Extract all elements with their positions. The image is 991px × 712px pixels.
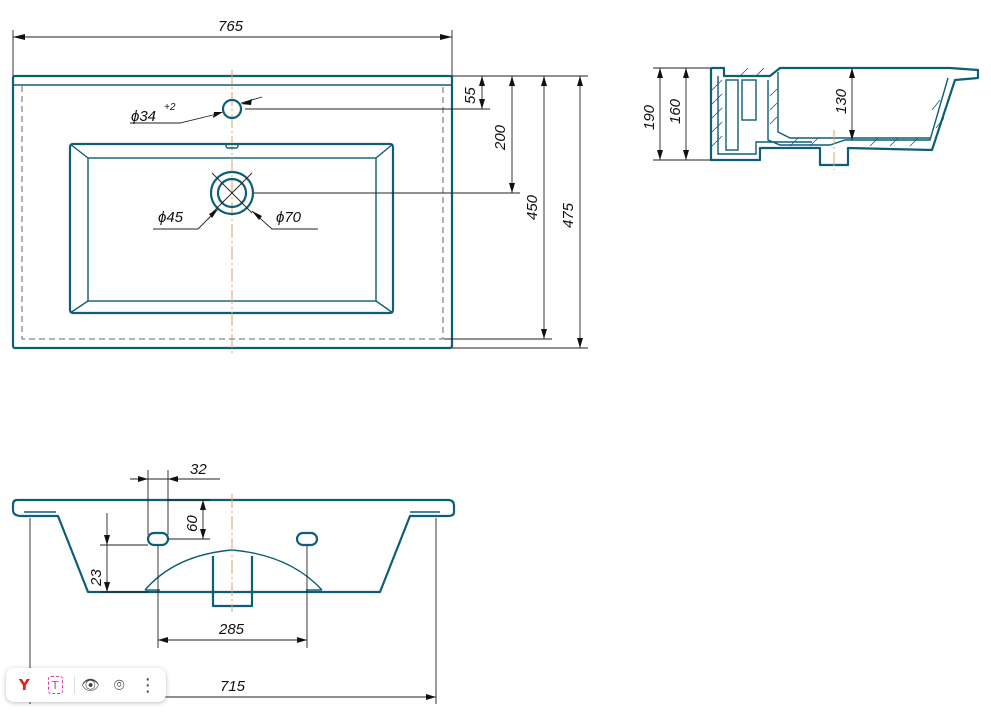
dim-inner-depth: 450: [524, 194, 541, 220]
translate-icon[interactable]: T: [47, 676, 63, 694]
lens-icon[interactable]: ⌾: [113, 674, 125, 696]
dim-overflow-height: 60: [184, 515, 201, 532]
dim-tap-hole: ϕ34: [131, 108, 156, 125]
dim-base-width: 715: [220, 678, 246, 695]
top-view: 765 ϕ34 +2 ϕ45 ϕ70 55 200 450 475: [11, 18, 588, 355]
dim-side-bowl-depth: 130: [833, 88, 850, 114]
dim-drain-small: ϕ45: [158, 209, 184, 226]
dim-tap-offset: 55: [462, 87, 479, 104]
toolbar-divider: [73, 676, 75, 694]
dim-side-height-total: 190: [641, 104, 658, 130]
dim-outer-depth: 475: [560, 202, 577, 228]
side-section-view: 190 160 130: [641, 66, 980, 170]
front-view: 32 60 23 285 715: [11, 461, 456, 704]
dim-drain-large: ϕ70: [276, 209, 302, 226]
dim-overflow-spacing: 285: [218, 621, 245, 638]
yandex-icon[interactable]: Y: [18, 676, 30, 694]
dim-overflow-width: 32: [190, 461, 207, 478]
dim-side-height-mid: 160: [667, 98, 684, 124]
floating-toolbar: Y T 👁 ⌾ ⋮: [6, 668, 166, 702]
dim-drain-offset: 200: [492, 124, 509, 151]
dim-bowl-rim: 23: [88, 569, 105, 587]
dim-tap-hole-tolerance: +2: [164, 102, 176, 113]
more-icon[interactable]: ⋮: [138, 674, 157, 696]
eye-icon[interactable]: 👁: [81, 676, 101, 694]
dim-top-width: 765: [218, 18, 244, 35]
